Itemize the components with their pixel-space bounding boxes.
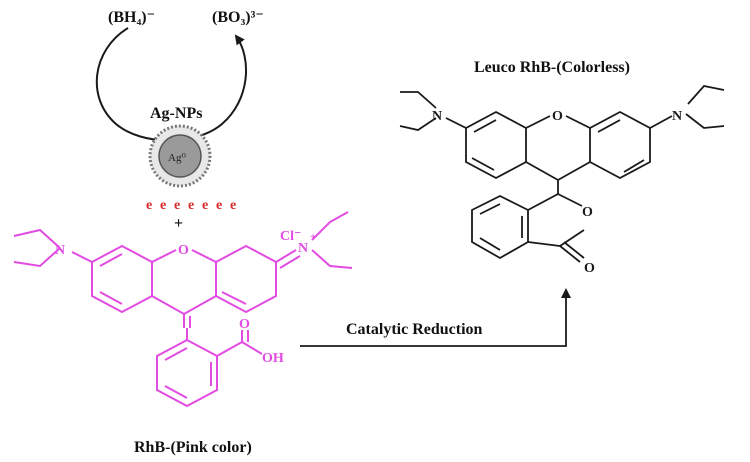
rhb-caption: RhB-(Pink color): [134, 439, 252, 456]
electron: e: [160, 198, 166, 213]
borohydride-label: (BH₄)⁻: [108, 9, 155, 26]
ag-core-label: Ag⁰: [168, 152, 186, 164]
leuco-rhb-atoms: N O N O O: [432, 109, 682, 276]
electron: e: [174, 198, 180, 213]
rhb-n-right: N: [298, 241, 308, 256]
cycle-arrow: [95, 27, 247, 142]
reduction-arrow: Catalytic Reduction: [300, 288, 571, 347]
silver-nanoparticle: Ag⁰: [148, 124, 212, 188]
catalytic-cycle: (BH₄)⁻ (BO₃)³⁻ Ag-NPs Ag⁰ e e e e e e e …: [95, 9, 264, 232]
leuco-caption: Leuco RhB-(Colorless): [474, 59, 630, 76]
rhb-oh: OH: [262, 351, 284, 366]
rhb-carbonyl-o: O: [239, 317, 250, 332]
chloride-ion: Cl⁻: [280, 229, 301, 244]
leuco-carbonyl-o: O: [584, 261, 595, 276]
leuco-rhb-structure: [399, 85, 725, 263]
plus-sign: +: [174, 215, 183, 232]
rhb-xanthene-o: O: [178, 243, 189, 258]
electron: e: [188, 198, 194, 213]
reduction-label: Catalytic Reduction: [346, 321, 483, 338]
borate-label: (BO₃)³⁻: [212, 9, 264, 26]
ag-nps-label: Ag-NPs: [150, 105, 202, 122]
leuco-xanthene-o: O: [552, 109, 563, 124]
rhb-charge: +: [310, 231, 316, 243]
electron: e: [230, 198, 236, 213]
electron: e: [216, 198, 222, 213]
rhb-n-left: N: [55, 243, 65, 258]
rhodamine-b-structure: [13, 211, 353, 408]
leuco-lactone-o: O: [582, 205, 593, 220]
electron: e: [202, 198, 208, 213]
rhodamine-b-atoms: N O N + Cl⁻ O OH: [55, 229, 316, 366]
electron: e: [146, 198, 152, 213]
electron-row: e e e e e e e: [146, 198, 236, 213]
leuco-n-left: N: [432, 109, 442, 124]
leuco-n-right: N: [672, 109, 682, 124]
